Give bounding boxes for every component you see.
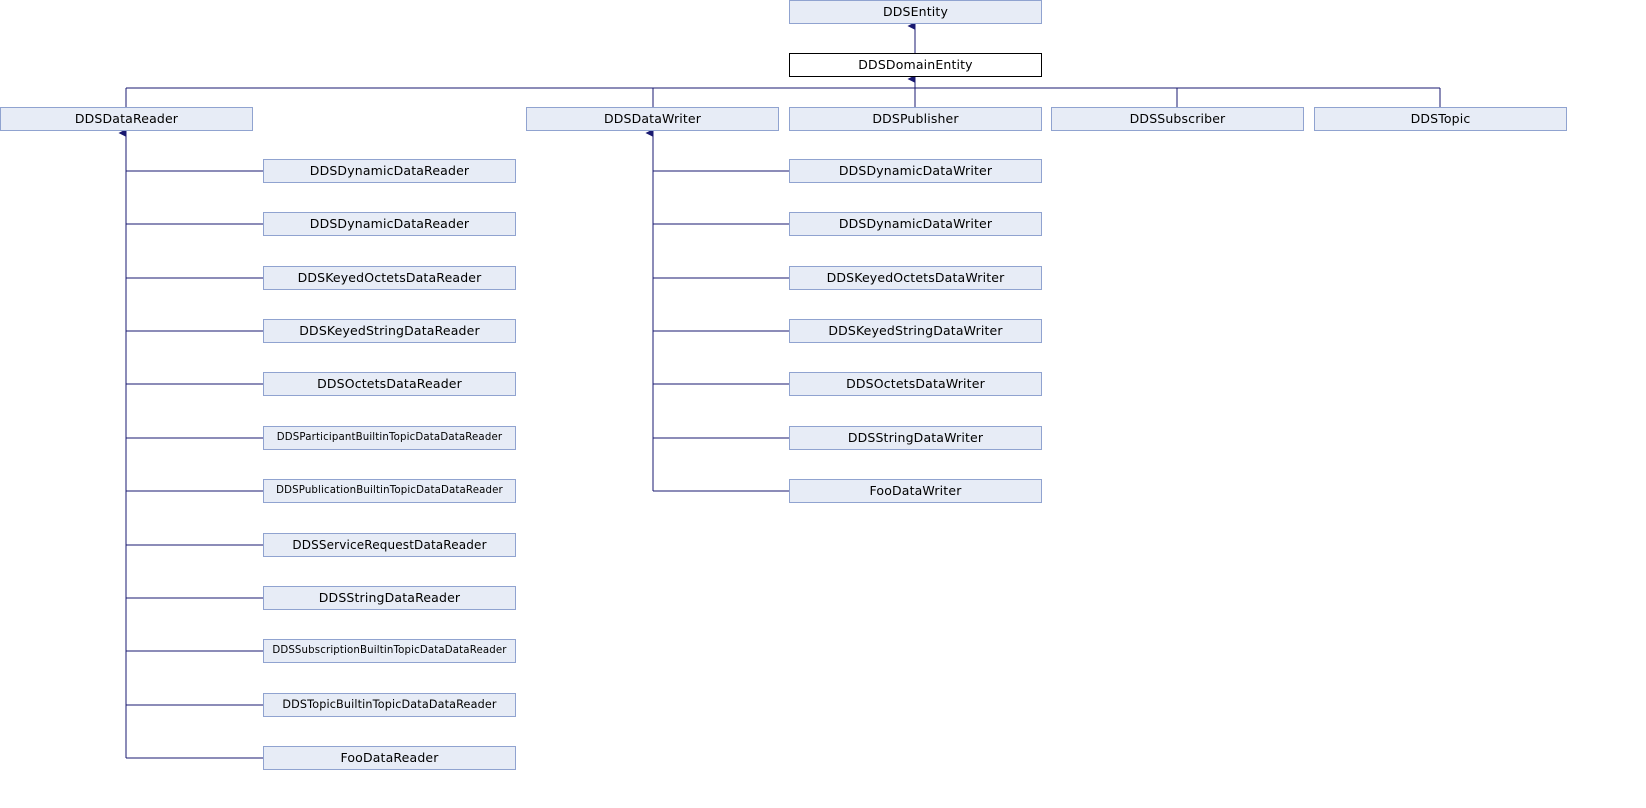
class-node-writer-child[interactable]: DDSKeyedOctetsDataWriter	[789, 266, 1042, 290]
class-node-ddsdomainentity[interactable]: DDSDomainEntity	[789, 53, 1042, 77]
class-node-reader-child[interactable]: DDSOctetsDataReader	[263, 372, 516, 396]
class-node-writer-child[interactable]: DDSDynamicDataWriter	[789, 159, 1042, 183]
class-node-writer-child[interactable]: DDSKeyedStringDataWriter	[789, 319, 1042, 343]
class-node-reader-child[interactable]: DDSDynamicDataReader	[263, 212, 516, 236]
class-node-reader-child[interactable]: DDSDynamicDataReader	[263, 159, 516, 183]
class-node-ddsdatareader[interactable]: DDSDataReader	[0, 107, 253, 131]
class-node-writer-child[interactable]: DDSOctetsDataWriter	[789, 372, 1042, 396]
class-node-writer-child[interactable]: DDSStringDataWriter	[789, 426, 1042, 450]
class-node-ddsdatawriter[interactable]: DDSDataWriter	[526, 107, 779, 131]
class-node-ddstopic[interactable]: DDSTopic	[1314, 107, 1567, 131]
class-node-ddsentity[interactable]: DDSEntity	[789, 0, 1042, 24]
class-node-ddspublisher[interactable]: DDSPublisher	[789, 107, 1042, 131]
class-node-reader-child[interactable]: DDSStringDataReader	[263, 586, 516, 610]
class-node-reader-child[interactable]: DDSSubscriptionBuiltinTopicDataDataReade…	[263, 639, 516, 663]
class-node-reader-child[interactable]: DDSTopicBuiltinTopicDataDataReader	[263, 693, 516, 717]
class-node-writer-child[interactable]: DDSDynamicDataWriter	[789, 212, 1042, 236]
class-node-ddssubscriber[interactable]: DDSSubscriber	[1051, 107, 1304, 131]
class-node-reader-child[interactable]: DDSKeyedStringDataReader	[263, 319, 516, 343]
class-node-reader-child[interactable]: DDSServiceRequestDataReader	[263, 533, 516, 557]
class-node-reader-child[interactable]: DDSKeyedOctetsDataReader	[263, 266, 516, 290]
class-node-writer-child[interactable]: FooDataWriter	[789, 479, 1042, 503]
class-node-reader-child[interactable]: DDSPublicationBuiltinTopicDataDataReader	[263, 479, 516, 503]
class-node-reader-child[interactable]: DDSParticipantBuiltinTopicDataDataReader	[263, 426, 516, 450]
class-node-reader-child[interactable]: FooDataReader	[263, 746, 516, 770]
